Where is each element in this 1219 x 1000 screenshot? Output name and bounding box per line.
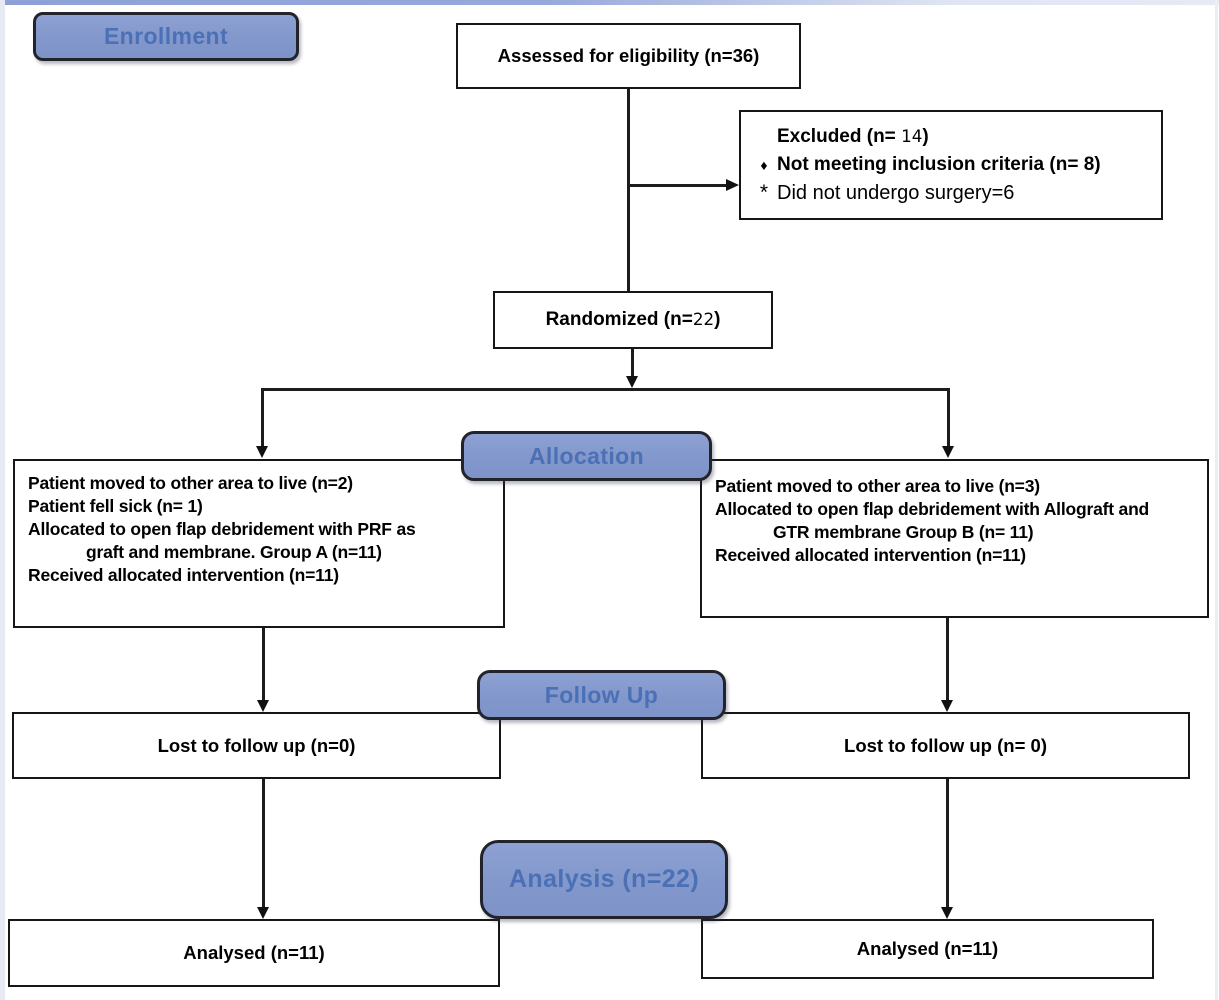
excluded-item-not-meeting-criteria: ♦ Not meeting inclusion criteria (n= 8) <box>751 151 1151 179</box>
alloc-a-line: Patient fell sick (n= 1) <box>28 496 203 516</box>
arrowhead-into-follow-up-right <box>941 700 953 712</box>
page-left-accent-line <box>0 0 5 1000</box>
stage-badge-allocation-label: Allocation <box>528 442 645 469</box>
excluded-item-text: Not meeting inclusion criteria (n= 8) <box>777 154 1101 175</box>
arrowhead-into-analysed-right <box>941 907 953 919</box>
analysed-left-label: Analysed (n=11) <box>183 942 325 963</box>
arrowhead-into-group-a <box>256 446 268 458</box>
analysed-left-box: Analysed (n=11) <box>8 919 500 987</box>
arrowhead-into-follow-up-left <box>257 700 269 712</box>
allocation-group-a-box: Patient moved to other area to live (n=2… <box>13 459 505 628</box>
connector-branch-right-drop <box>947 388 950 446</box>
assessed-label: Assessed for eligibility (n=36) <box>497 45 760 66</box>
asterisk-bullet-icon: * <box>759 181 769 204</box>
excluded-title: Excluded (n= 14) <box>777 126 929 147</box>
stage-badge-follow-up: Follow Up <box>477 670 726 720</box>
stage-badge-analysis: Analysis (n=22) <box>480 840 728 919</box>
branch-line-randomized <box>261 388 949 391</box>
alloc-a-line: Patient moved to other area to live (n=2… <box>28 473 353 493</box>
arrowhead-into-group-b <box>942 446 954 458</box>
page-right-accent-line <box>1215 0 1218 1000</box>
arrowhead-randomized-branch <box>626 376 638 388</box>
connector-follow-up-left-to-analysis <box>262 779 265 908</box>
alloc-b-line: Received allocated intervention (n=11) <box>715 545 1026 565</box>
page-top-accent-line <box>0 0 1219 5</box>
alloc-b-line-continuation: GTR membrane Group B (n= 11) <box>773 522 1034 542</box>
analysed-right-box: Analysed (n=11) <box>701 919 1154 979</box>
connector-to-excluded <box>628 184 726 187</box>
connector-follow-up-right-to-analysis <box>946 779 949 908</box>
stage-badge-allocation: Allocation <box>461 431 712 481</box>
stage-badge-enrollment-label: Enrollment <box>103 23 229 49</box>
stage-badge-analysis-label: Analysis (n=22) <box>508 865 700 893</box>
lost-follow-up-left-label: Lost to follow up (n=0) <box>157 734 356 756</box>
connector-branch-left-drop <box>261 388 264 446</box>
connector-assessed-to-randomized <box>627 89 630 292</box>
analysed-right-label: Analysed (n=11) <box>856 938 999 959</box>
alloc-b-line: Patient moved to other area to live (n=3… <box>715 476 1040 496</box>
assessed-for-eligibility-box: Assessed for eligibility (n=36) <box>456 23 801 89</box>
lost-to-follow-up-left-box: Lost to follow up (n=0) <box>12 712 501 779</box>
excluded-item-no-surgery: * Did not undergo surgery=6 <box>751 179 1151 207</box>
randomized-box: Randomized (n=22) <box>493 291 773 349</box>
connector-randomized-down <box>631 349 634 377</box>
connector-group-a-to-follow-up <box>262 628 265 701</box>
connector-group-b-to-follow-up <box>946 618 949 701</box>
arrowhead-into-analysed-left <box>257 907 269 919</box>
allocation-group-b-box: Patient moved to other area to live (n=3… <box>700 459 1209 618</box>
alloc-a-line: Allocated to open flap debridement with … <box>28 519 416 539</box>
excluded-item-text: Did not undergo surgery=6 <box>777 182 1015 204</box>
stage-badge-follow-up-label: Follow Up <box>544 681 659 708</box>
lost-follow-up-right-label: Lost to follow up (n= 0) <box>844 734 1047 756</box>
alloc-b-line: Allocated to open flap debridement with … <box>715 499 1150 519</box>
alloc-a-line: Received allocated intervention (n=11) <box>28 565 339 585</box>
diamond-bullet-icon: ♦ <box>760 157 768 173</box>
stage-badge-enrollment: Enrollment <box>33 12 299 61</box>
alloc-a-line-continuation: graft and membrane. Group A (n=11) <box>86 542 382 562</box>
arrowhead-into-excluded <box>726 179 739 191</box>
randomized-label: Randomized (n=22) <box>545 309 721 330</box>
excluded-box: Excluded (n= 14) ♦ Not meeting inclusion… <box>739 110 1163 220</box>
lost-to-follow-up-right-box: Lost to follow up (n= 0) <box>701 712 1190 779</box>
